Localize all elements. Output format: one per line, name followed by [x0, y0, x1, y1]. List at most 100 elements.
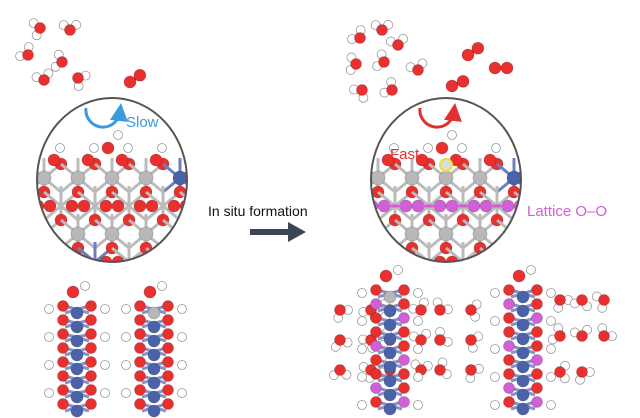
metal-atom: [371, 170, 386, 186]
oxygen-atom: [162, 342, 174, 354]
oxygen-atom: [57, 398, 69, 410]
oxygen-atom: [354, 32, 366, 44]
bond: [145, 190, 164, 208]
metal-atom: [383, 402, 397, 416]
oxygen-atom: [531, 312, 543, 324]
oxygen-atom: [350, 58, 362, 70]
oxygen-atom: [370, 396, 382, 408]
oxygen-atom: [99, 255, 113, 262]
oxygen-atom: [399, 255, 413, 262]
slab-side-view-initial: [44, 281, 187, 418]
slow-label: Slow: [126, 114, 159, 131]
bond: [548, 262, 565, 276]
metal-atom: [70, 348, 84, 362]
hydrogen-atom: [44, 388, 54, 398]
hydrogen-atom: [55, 143, 65, 153]
oxygen-atom: [162, 384, 174, 396]
oxygen-atom: [398, 340, 410, 352]
metal-atom: [516, 332, 530, 346]
metal-atom: [516, 360, 530, 374]
oxygen-atom: [57, 328, 69, 340]
oxygen-atom: [143, 285, 157, 299]
bond: [479, 260, 498, 262]
bond: [179, 232, 187, 250]
hydrogen-atom: [546, 372, 556, 382]
oxygen-atom: [218, 154, 230, 166]
bond: [10, 192, 27, 206]
oxygen-atom: [465, 364, 477, 376]
oxygen-atom: [145, 199, 159, 213]
bond: [0, 164, 10, 178]
bond: [377, 190, 396, 208]
oxygen-atom: [479, 255, 493, 262]
hydrogen-atom: [357, 344, 367, 354]
bond: [10, 178, 27, 192]
hydrogen-atom: [121, 304, 131, 314]
bond: [197, 164, 214, 178]
hydrogen-atom: [157, 281, 167, 291]
slab-side-view-formed: [329, 265, 617, 416]
hydrogen-atom: [226, 144, 235, 153]
metal-atom: [383, 332, 397, 346]
hydrogen-atom: [100, 388, 110, 398]
oxygen-atom: [465, 334, 477, 346]
oxygen-atom: [10, 200, 22, 212]
bond: [111, 260, 130, 262]
bond: [214, 178, 231, 192]
oxygen-atom: [85, 398, 97, 410]
bond: [10, 206, 27, 220]
oxygen-atom: [548, 256, 560, 268]
hydrogen-atom: [89, 143, 99, 153]
metal-atom: [3, 227, 17, 241]
oxygen-atom: [134, 384, 146, 396]
oxygen-atom: [531, 368, 543, 380]
bond: [94, 260, 113, 262]
oxygen-atom: [576, 330, 588, 342]
oxygen-atom: [34, 22, 46, 34]
hydrogen-atom: [357, 316, 367, 326]
metal-atom: [337, 171, 351, 185]
oxygen-atom: [14, 154, 26, 166]
lattice-oo-label: Lattice O–O: [527, 203, 608, 220]
oxygen-atom: [47, 153, 61, 167]
oxygen-atom: [398, 368, 410, 380]
gas-molecules-left: [15, 18, 147, 91]
oxygen-atom: [503, 354, 515, 366]
oxygen-atom: [348, 154, 360, 166]
slow-cycle-arrow-icon: [84, 103, 128, 129]
oxygen-atom: [471, 41, 485, 55]
bond: [496, 204, 515, 222]
metal-atom: [37, 170, 52, 186]
hydrogen-atom: [177, 332, 187, 342]
hydrogen-atom: [546, 288, 556, 298]
oxygen-atom: [398, 284, 410, 296]
bond: [10, 234, 27, 248]
oxygen-atom: [554, 294, 566, 306]
oxygen-atom: [536, 256, 548, 268]
oxygen-atom: [531, 354, 543, 366]
oxygen-atom: [65, 199, 79, 213]
metal-atom: [70, 404, 84, 418]
hydrogen-atom: [490, 344, 500, 354]
oxygen-atom: [202, 256, 214, 268]
hydrogen-atom: [526, 265, 536, 275]
oxygen-atom: [576, 186, 588, 198]
oxygen-atom: [179, 255, 187, 262]
metal-atom: [70, 306, 84, 320]
bond: [531, 234, 548, 248]
hydrogen-atom: [546, 400, 556, 410]
oxygen-atom: [21, 158, 33, 170]
hydrogen-atom: [121, 388, 131, 398]
bond: [0, 178, 10, 192]
bond: [548, 248, 565, 262]
oxygen-atom: [123, 75, 137, 89]
bond: [128, 204, 147, 222]
oxygen-atom: [598, 330, 610, 342]
bond: [445, 204, 464, 222]
oxygen-atom: [208, 242, 220, 254]
hydrogen-atom: [121, 332, 131, 342]
hydrogen-atom: [44, 332, 54, 342]
oxygen-atom: [370, 368, 382, 380]
bond: [496, 260, 515, 262]
oxygen-atom: [57, 370, 69, 382]
